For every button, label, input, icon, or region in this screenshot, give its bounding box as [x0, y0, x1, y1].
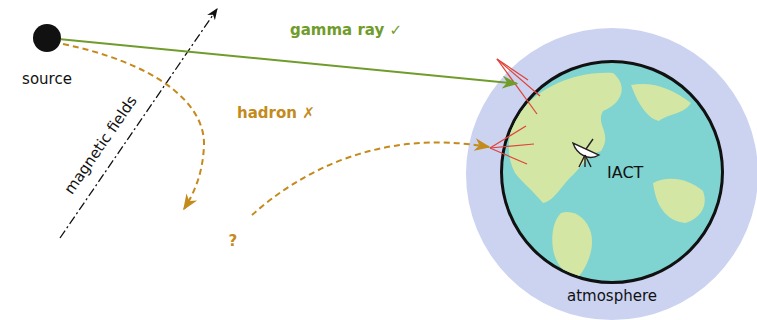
- iact-label: IACT: [607, 164, 643, 182]
- atmosphere-circle: atmosphere IACT: [466, 28, 757, 320]
- edge-label: gamma ray ✓: [288, 21, 404, 39]
- magnetic-fields-label: magnetic fields: [60, 92, 140, 197]
- source-label: source: [14, 70, 80, 88]
- gamma-ray-arrow: [61, 39, 517, 83]
- hadron-path: [63, 44, 489, 215]
- source-dot: [33, 24, 61, 52]
- telescope-icon: [573, 139, 599, 167]
- earth-circle: IACT: [500, 60, 724, 284]
- hadron-label: hadron ✗: [237, 104, 315, 122]
- question-mark: ?: [229, 232, 238, 250]
- atmosphere-label: atmosphere: [466, 287, 757, 305]
- source-node: source: [14, 22, 80, 100]
- cherenkov-light: [490, 59, 540, 164]
